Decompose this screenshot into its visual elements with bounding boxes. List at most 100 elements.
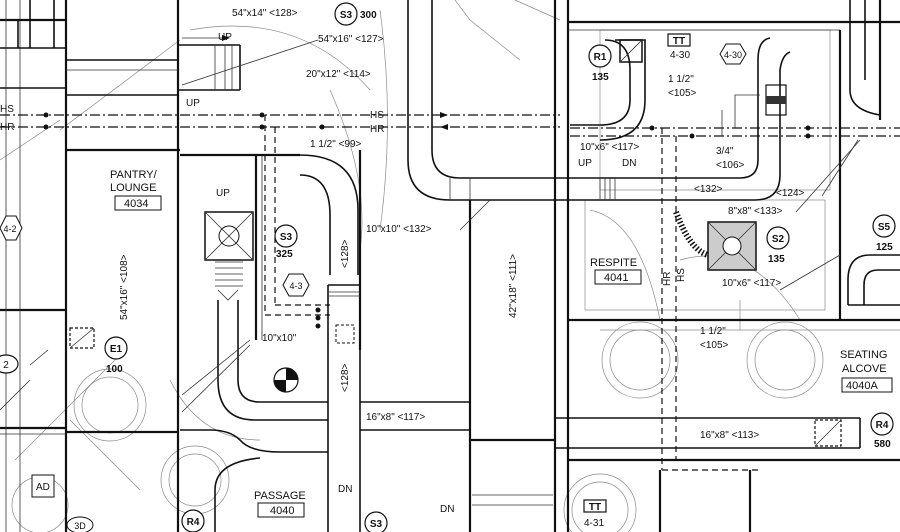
tag-tt-bot: TT: [583, 499, 607, 513]
label-pipe-105b: <105>: [700, 340, 729, 351]
room-number-boxes: [31, 195, 893, 518]
label-s2-num: 135: [768, 254, 785, 265]
supply-diffuser-pantry: [204, 211, 254, 301]
label-pipe-112-99: 1 1/2" <99>: [310, 139, 362, 150]
return-grille-boxes: [69, 39, 842, 447]
tag-tt-top: TT: [667, 33, 691, 47]
label-pipe-112-105: 1 1/2": [668, 74, 694, 85]
svg-text:TT: TT: [673, 36, 685, 47]
label-pipe-105: <105>: [668, 88, 697, 99]
label-ad: AD: [36, 482, 50, 493]
room-name-seating-1: SEATING: [840, 349, 887, 361]
tag-ref-43: 4-3: [282, 273, 310, 297]
label-pipe-106: <106>: [716, 160, 745, 171]
label-54x16-127: 54"x16" <127>: [318, 34, 384, 45]
label-hs-mid: HS: [370, 110, 384, 121]
label-tt-top-num: 4-30: [670, 50, 690, 61]
label-128-vert-b: <128>: [340, 363, 351, 392]
tag-e1: E1: [104, 336, 128, 360]
tag-ref-2: 2: [0, 354, 19, 374]
label-128-vert-a: <128>: [340, 239, 351, 268]
room-number-pantry: 4034: [124, 198, 148, 210]
label-132-right: <132>: [694, 184, 723, 195]
tag-ref-430: 4-30: [719, 43, 747, 65]
tag-ref-42: 4-2: [0, 215, 23, 241]
label-54x14-128: 54"x14" <128>: [232, 8, 298, 19]
tag-s3-top: S3: [334, 2, 358, 26]
label-hr-mid: HR: [370, 124, 384, 135]
tag-r4-right: R4: [870, 412, 894, 436]
svg-text:S2: S2: [772, 234, 785, 245]
label-10x10: 10"x10": [262, 333, 297, 344]
supply-diffuser-respite: [673, 210, 757, 271]
label-hr-left: HR: [0, 122, 14, 133]
tag-r1: R1: [588, 44, 612, 68]
label-16x8-113: 16"x8" <113>: [700, 430, 759, 441]
svg-text:4-30: 4-30: [724, 50, 742, 60]
svg-text:S3: S3: [340, 10, 353, 21]
thermostat-symbol: [273, 367, 299, 393]
tag-s5: S5: [872, 214, 896, 238]
label-r1-num: 135: [592, 72, 609, 83]
room-name-respite: RESPITE: [590, 257, 637, 269]
svg-text:R1: R1: [594, 52, 607, 63]
label-r4-num: 580: [874, 439, 891, 450]
room-name-pantry-2: LOUNGE: [110, 182, 156, 194]
label-hs-vert: HS: [676, 268, 687, 282]
svg-text:4-2: 4-2: [3, 224, 16, 234]
label-10x10-132: 10"x10" <132>: [366, 224, 432, 235]
svg-text:S3: S3: [370, 519, 383, 530]
svg-text:R4: R4: [187, 517, 200, 528]
dimension-arrows: [0, 35, 861, 413]
room-name-passage: PASSAGE: [254, 490, 306, 502]
tag-ref-3d: 3D: [66, 516, 94, 532]
room-number-seating: 4040A: [846, 380, 878, 392]
label-10x6-117-top: 10"x6" <117>: [580, 142, 639, 153]
label-dn-passage: DN: [338, 484, 352, 495]
svg-text:2: 2: [3, 360, 9, 371]
label-s3-mid-num: 325: [276, 249, 293, 260]
room-name-seating-2: ALCOVE: [842, 363, 887, 375]
svg-text:E1: E1: [110, 344, 123, 355]
svg-text:S5: S5: [878, 222, 891, 233]
label-8x8-133: 8"x8" <133>: [728, 206, 783, 217]
label-up-right: UP: [578, 158, 592, 169]
tag-r4-left: R4: [181, 509, 205, 532]
label-dn-right: DN: [622, 158, 636, 169]
room-number-passage: 4040: [270, 505, 294, 517]
label-s5-num: 125: [876, 242, 893, 253]
room-number-respite: 4041: [604, 272, 628, 284]
room-name-pantry-1: PANTRY/: [110, 169, 158, 181]
label-up-top: UP: [218, 32, 232, 43]
svg-text:3D: 3D: [74, 521, 86, 531]
svg-text:TT: TT: [589, 502, 601, 513]
label-e1-num: 100: [106, 364, 123, 375]
tag-s3-bot: S3: [364, 511, 388, 532]
label-hr-vert: HR: [662, 272, 673, 286]
piping: [0, 94, 900, 471]
label-20x12-114: 20"x12" <114>: [306, 69, 371, 80]
label-s3-top-num: 300: [360, 10, 377, 21]
tag-s3-mid: S3: [274, 224, 298, 248]
svg-text:R4: R4: [876, 420, 889, 431]
label-dn-center: DN: [440, 504, 454, 515]
label-42x18-111: 42"x18" <111>: [508, 254, 519, 318]
label-pipe-112-105b: 1 1/2": [700, 326, 726, 337]
label-10x6-117-bot: 10"x6" <117>: [722, 278, 781, 289]
text-labels: 54"x14" <128> 300 UP 54"x16" <127> 20"x1…: [0, 8, 893, 529]
label-54x16-108: 54"x16" <108>: [119, 254, 130, 320]
label-up-left: UP: [186, 98, 200, 109]
svg-text:S3: S3: [280, 232, 293, 243]
label-16x8-117: 16"x8" <117>: [366, 412, 425, 423]
label-pipe-34: 3/4": [716, 146, 734, 157]
label-up-pantry: UP: [216, 188, 230, 199]
label-tt-bot-num: 4-31: [584, 518, 604, 529]
svg-text:4-3: 4-3: [289, 281, 302, 291]
label-hs-left: HS: [0, 104, 14, 115]
label-124: <124>: [776, 188, 805, 199]
